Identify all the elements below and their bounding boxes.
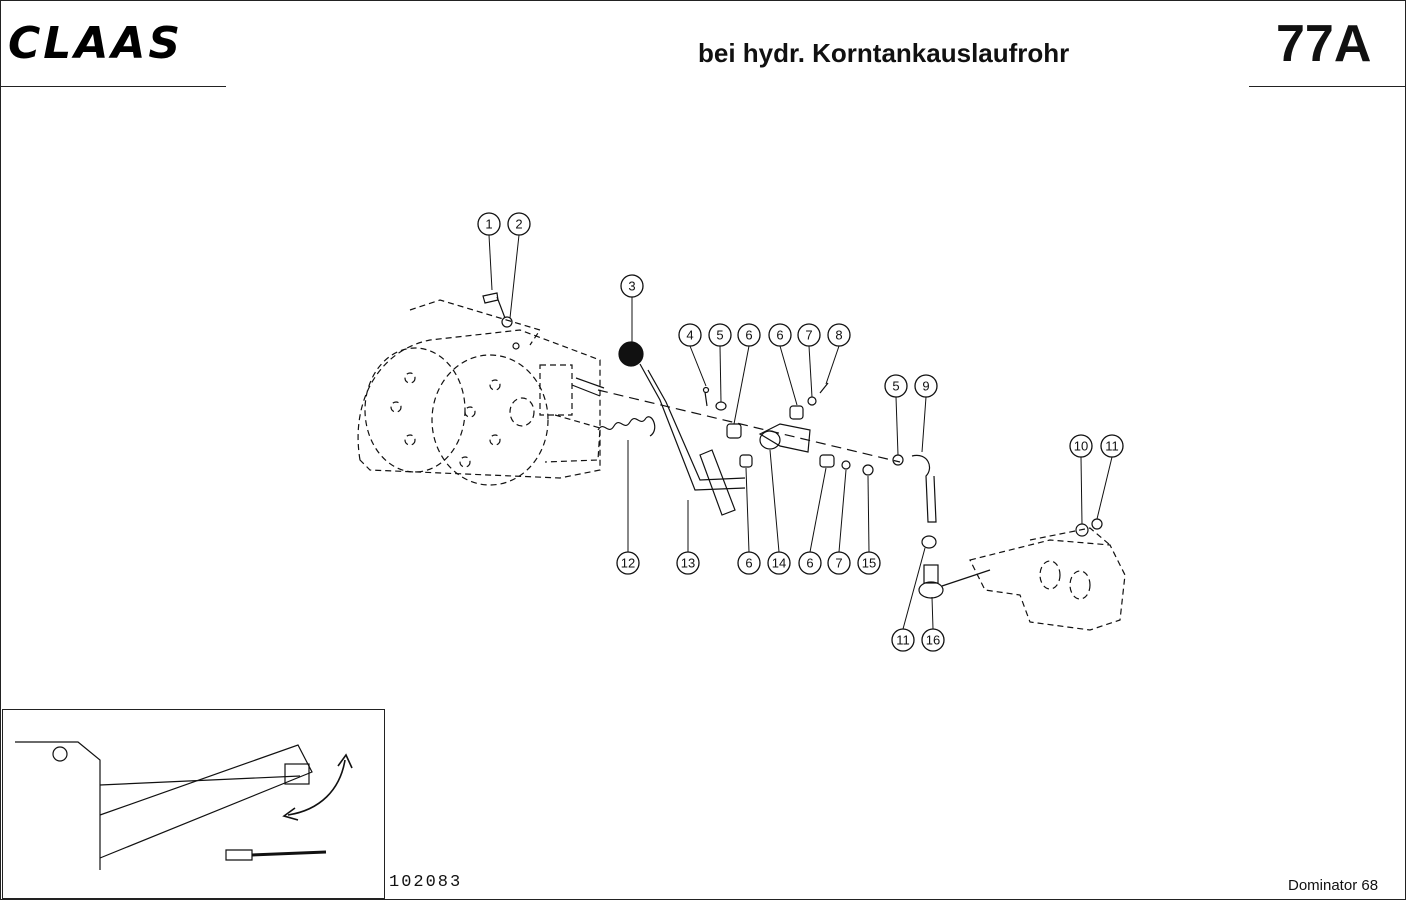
part-callout-12: 12: [616, 551, 640, 575]
hydraulic-valve: [969, 527, 1126, 631]
header-rule-right: [1249, 86, 1406, 87]
page-title: bei hydr. Korntankauslaufrohr: [698, 38, 1070, 68]
part-callout-14: 14: [767, 551, 791, 575]
part-callout-5: 5: [884, 374, 908, 398]
inset-lever-sketch: [15, 741, 353, 870]
part-callout-13: 13: [676, 551, 700, 575]
svg-text:7: 7: [805, 328, 812, 343]
part-callout-6: 6: [798, 551, 822, 575]
washer: [501, 316, 513, 328]
svg-text:2: 2: [515, 217, 522, 232]
svg-text:6: 6: [776, 328, 783, 343]
svg-text:15: 15: [862, 556, 876, 571]
svg-text:10: 10: [1074, 439, 1088, 454]
inset-view: [2, 709, 385, 899]
svg-text:4: 4: [686, 328, 693, 343]
svg-text:9: 9: [922, 379, 929, 394]
svg-text:16: 16: [926, 633, 940, 648]
bolt: [482, 292, 499, 304]
svg-text:1: 1: [485, 217, 492, 232]
model-label: Dominator 68: [1288, 877, 1379, 894]
part-callout-6: 6: [737, 323, 761, 347]
svg-text:8: 8: [835, 328, 842, 343]
svg-text:11: 11: [896, 633, 910, 648]
svg-text:12: 12: [621, 556, 635, 571]
hook-rod: [911, 454, 937, 523]
part-callout-1: 1: [477, 212, 501, 236]
svg-text:6: 6: [806, 556, 813, 571]
lever-bracket: [699, 449, 736, 516]
svg-text:6: 6: [745, 556, 752, 571]
svg-text:11: 11: [1105, 439, 1119, 454]
part-callout-6: 6: [768, 323, 792, 347]
svg-text:14: 14: [772, 556, 786, 571]
part-callout-11: 11: [891, 628, 915, 652]
svg-text:6: 6: [745, 328, 752, 343]
part-callout-10: 10: [1069, 434, 1093, 458]
part-callout-7: 7: [797, 323, 821, 347]
part-callout-5: 5: [708, 323, 732, 347]
part-callout-15: 15: [857, 551, 881, 575]
svg-text:13: 13: [681, 556, 695, 571]
spring: [597, 417, 647, 431]
lever-knob: [618, 341, 644, 367]
brand-logo: CLAAS: [8, 18, 184, 69]
document-number: 102083: [389, 873, 463, 892]
gearbox-housing: [357, 299, 601, 486]
part-callout-7: 7: [827, 551, 851, 575]
part-callout-11: 11: [1100, 434, 1124, 458]
part-callout-9: 9: [914, 374, 938, 398]
part-callout-6: 6: [737, 551, 761, 575]
part-callout-2: 2: [507, 212, 531, 236]
svg-text:5: 5: [716, 328, 723, 343]
curved-double-arrow-icon: [287, 759, 346, 816]
part-callout-16: 16: [921, 628, 945, 652]
svg-text:3: 3: [628, 279, 635, 294]
part-callout-8: 8: [827, 323, 851, 347]
part-callout-4: 4: [678, 323, 702, 347]
svg-text:5: 5: [892, 379, 899, 394]
part-callout-3: 3: [620, 274, 644, 298]
page-number: 77A: [1276, 15, 1372, 73]
header-rule-left: [0, 86, 226, 87]
svg-text:7: 7: [835, 556, 842, 571]
